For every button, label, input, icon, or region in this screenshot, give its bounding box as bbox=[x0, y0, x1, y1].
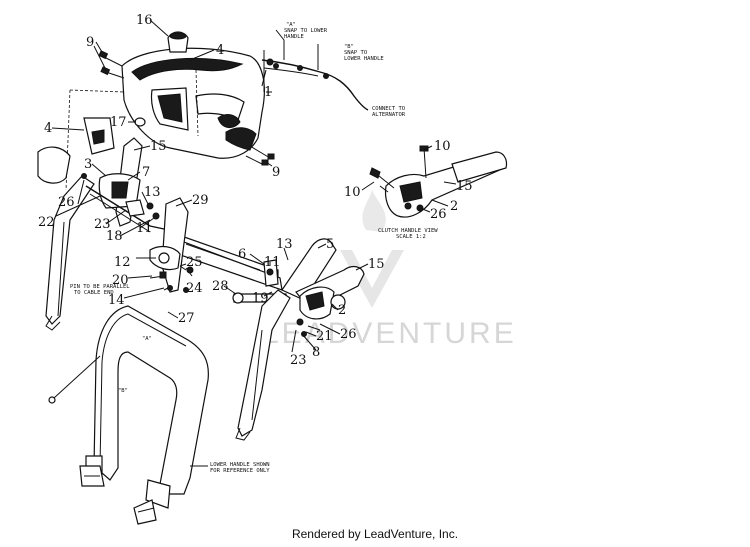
callout-1: 1 bbox=[264, 85, 272, 100]
callout-4-left: 4 bbox=[44, 121, 52, 136]
note-lower-2: FOR REFERENCE ONLY bbox=[210, 468, 270, 474]
diagram-notes: "A" SNAP TO LOWER HANDLE "B" SNAP TO LOW… bbox=[70, 22, 438, 474]
callout-19: 19 bbox=[252, 291, 269, 306]
lower-handle bbox=[48, 305, 209, 525]
right-handle-assembly bbox=[235, 238, 365, 441]
note-b-snap-1: "B" bbox=[344, 44, 354, 50]
callout-23: 23 bbox=[94, 217, 111, 232]
callout-13-right: 13 bbox=[276, 237, 293, 252]
callout-26-inset: 26 bbox=[430, 207, 447, 222]
note-lower-1: LOWER HANDLE SHOWN bbox=[210, 462, 270, 468]
callout-numbers: 16 9 4 1 4 17 15 3 7 26 22 13 23 11 18 1… bbox=[38, 13, 473, 368]
note-connect-1: CONNECT TO bbox=[372, 106, 405, 112]
dashed-leaders bbox=[65, 89, 125, 191]
callout-3: 3 bbox=[84, 157, 92, 172]
callout-20: 20 bbox=[112, 273, 129, 288]
note-b-snap-3: LOWER HANDLE bbox=[344, 56, 384, 62]
callout-26: 26 bbox=[58, 195, 75, 210]
callout-9: 9 bbox=[86, 35, 94, 50]
callout-22: 22 bbox=[38, 215, 55, 230]
callout-10-top: 10 bbox=[434, 139, 451, 154]
callout-16: 16 bbox=[136, 13, 153, 28]
callout-14: 14 bbox=[108, 293, 125, 308]
footer-credit: Rendered by LeadVenture, Inc. bbox=[291, 527, 459, 541]
callout-11: 11 bbox=[136, 221, 153, 236]
note-connect-2: ALTERNATOR bbox=[372, 112, 406, 118]
callout-15-right: 15 bbox=[368, 257, 385, 272]
note-b-snap-2: SNAP TO bbox=[344, 50, 367, 56]
dashboard-console bbox=[121, 31, 265, 159]
callout-4: 4 bbox=[216, 43, 224, 58]
callout-9-right: 9 bbox=[272, 165, 280, 180]
callout-2: 2 bbox=[338, 303, 346, 318]
callout-11-right: 11 bbox=[264, 255, 281, 270]
note-clutch-2: SCALE 1:2 bbox=[396, 234, 426, 240]
note-b-mark: "B" bbox=[118, 388, 128, 394]
callout-15: 15 bbox=[150, 139, 167, 154]
screws-9 bbox=[98, 50, 275, 166]
note-clutch-1: CLUTCH HANDLE VIEW bbox=[378, 228, 438, 234]
note-a-snap-2: SNAP TO LOWER bbox=[284, 28, 328, 34]
callout-leaders bbox=[51, 19, 457, 353]
callout-2-inset: 2 bbox=[450, 199, 458, 214]
left-handle-assembly bbox=[37, 117, 179, 331]
callout-25: 25 bbox=[186, 255, 203, 270]
callout-8: 8 bbox=[312, 345, 320, 360]
note-pin-1: PIN TO BE PARALLEL bbox=[70, 284, 130, 290]
clutch-handle-inset bbox=[369, 145, 508, 218]
callout-21: 21 bbox=[316, 329, 333, 344]
callout-23-right: 23 bbox=[290, 353, 307, 368]
callout-28: 28 bbox=[212, 279, 229, 294]
crossbar bbox=[149, 197, 287, 304]
callout-26-right: 26 bbox=[340, 327, 357, 342]
callout-10-left: 10 bbox=[344, 185, 361, 200]
callout-27: 27 bbox=[178, 311, 195, 326]
callout-6: 6 bbox=[238, 247, 246, 262]
callout-12: 12 bbox=[114, 255, 131, 270]
note-a-mark: "A" bbox=[142, 336, 152, 342]
callout-24: 24 bbox=[186, 281, 203, 296]
callout-17: 17 bbox=[110, 115, 127, 130]
callout-15-inset: 15 bbox=[456, 179, 473, 194]
wiring-harness bbox=[261, 29, 369, 111]
callout-13: 13 bbox=[144, 185, 161, 200]
callout-29: 29 bbox=[192, 193, 209, 208]
callout-18: 18 bbox=[106, 229, 123, 244]
note-a-snap-1: "A" bbox=[286, 22, 296, 28]
callout-5: 5 bbox=[326, 237, 334, 252]
callout-7: 7 bbox=[142, 165, 150, 180]
note-a-snap-3: HANDLE bbox=[284, 34, 304, 40]
note-pin-2: TO CABLE END bbox=[74, 290, 114, 296]
